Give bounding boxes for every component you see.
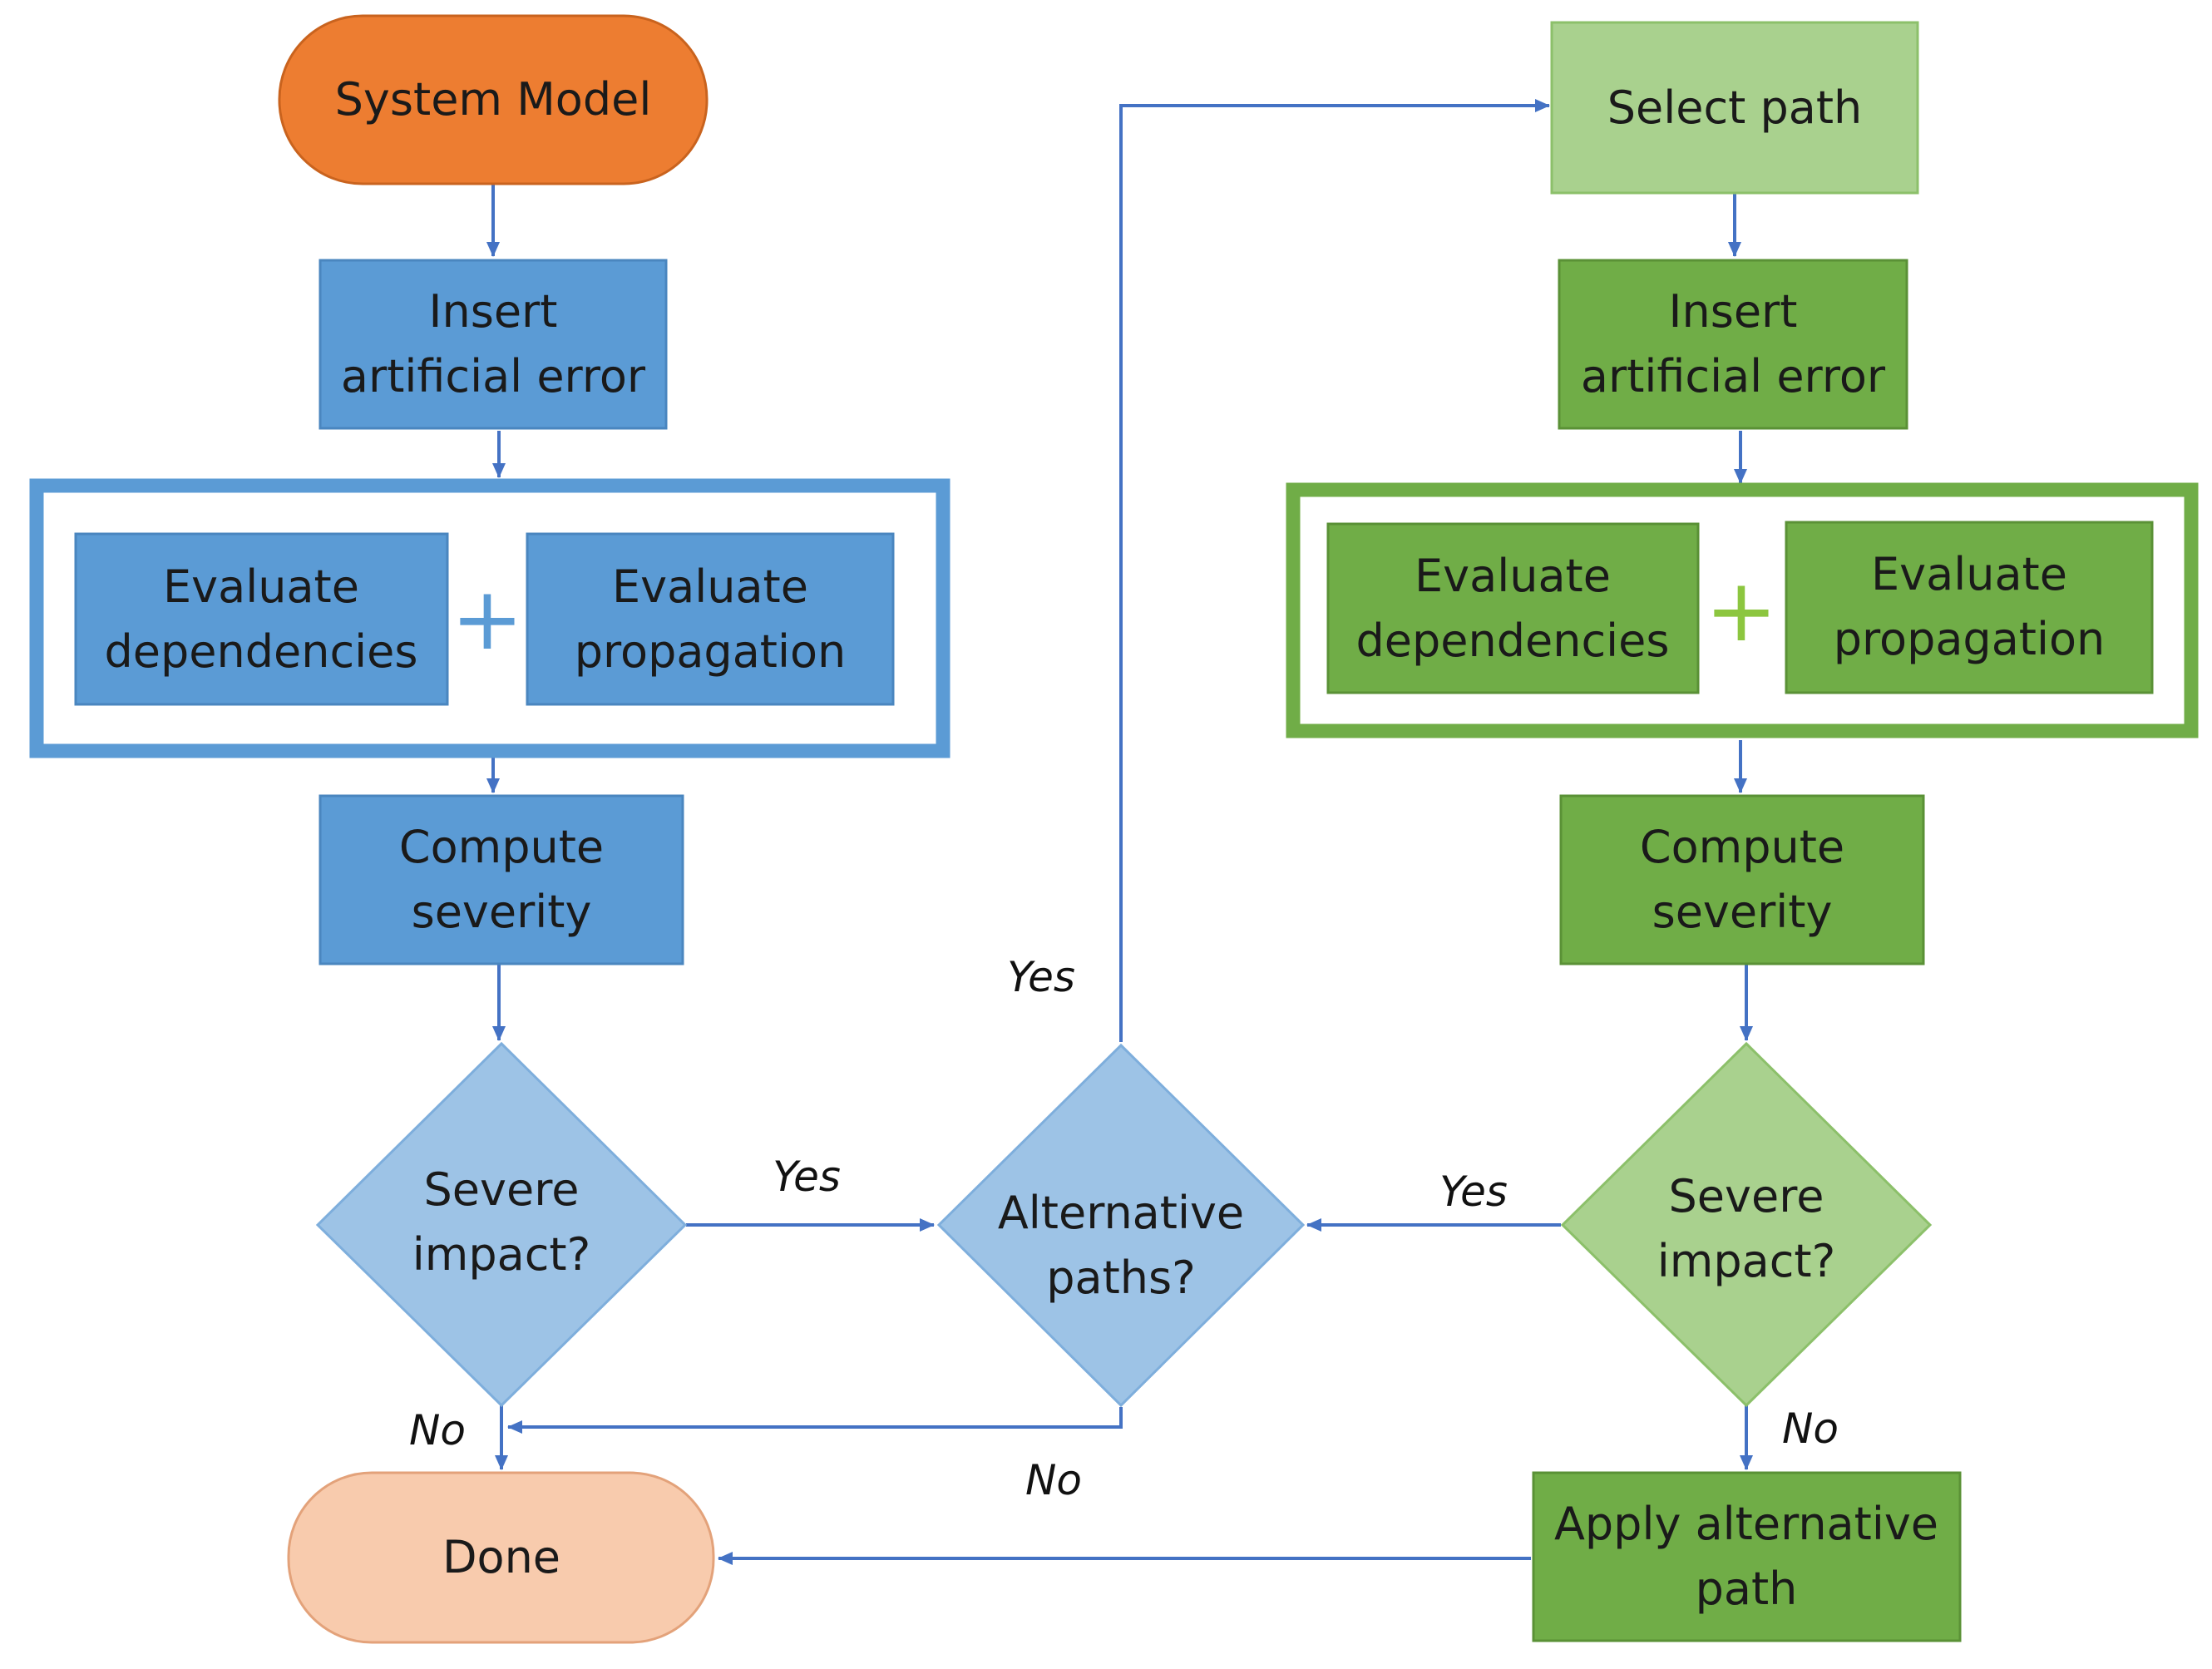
severe-right-line-2: impact? <box>1657 1235 1836 1287</box>
severe-impact-left-shape <box>315 1041 688 1408</box>
apply-alternative-path-shape <box>1532 1471 1962 1642</box>
plus-right: + <box>1705 560 1777 661</box>
compute-severity-left-shape <box>318 794 684 965</box>
insert-error-right-process: Insert artificial error <box>1558 259 1908 430</box>
edge-label-alt-no: No <box>1025 1456 1082 1504</box>
apply-alternative-path-process: Apply alternative path <box>1532 1471 1962 1642</box>
compute-right-line-2: severity <box>1652 886 1833 938</box>
evaluate-propagation-right-label: Evaluate propagation <box>1834 548 2106 665</box>
alt-paths-line-1: Alternative <box>998 1187 1244 1239</box>
severe-impact-right-shape <box>1560 1041 1933 1408</box>
insert-error-left-label: Insert artificial error <box>341 285 646 402</box>
eval-dep-right-line-2: dependencies <box>1356 615 1670 667</box>
severe-impact-left-label: Severe impact? <box>412 1163 591 1281</box>
evaluate-dependencies-right-process: Evaluate dependencies <box>1326 522 1700 694</box>
select-path-label: Select path <box>1607 81 1863 134</box>
compute-severity-left-process: Compute severity <box>318 794 684 965</box>
insert-error-left-process: Insert artificial error <box>318 259 668 430</box>
evaluate-dependencies-left-shape <box>74 532 449 706</box>
edge-label-severe-left-yes: Yes <box>773 1153 841 1201</box>
select-path-line-1: Select path <box>1607 81 1863 134</box>
insert-error-left-line-2: artificial error <box>341 350 646 402</box>
edge-label-severe-right-no: No <box>1782 1405 1839 1453</box>
compute-left-line-2: severity <box>412 886 592 938</box>
severe-impact-right-decision: Severe impact? <box>1560 1041 1933 1408</box>
insert-error-right-shape <box>1558 259 1908 430</box>
evaluate-dependencies-right-shape <box>1326 522 1700 694</box>
eval-dep-left-line-2: dependencies <box>105 625 418 678</box>
insert-error-left-line-1: Insert <box>429 285 558 338</box>
evaluate-dependencies-right-label: Evaluate dependencies <box>1356 550 1670 667</box>
severe-right-line-1: Severe <box>1669 1170 1824 1222</box>
evaluate-propagation-left-shape <box>526 532 895 706</box>
severe-impact-left-decision: Severe impact? <box>315 1041 688 1408</box>
insert-error-right-line-2: artificial error <box>1581 350 1886 402</box>
select-path-process: Select path <box>1550 21 1919 195</box>
alt-paths-line-2: paths? <box>1046 1252 1196 1304</box>
edge-alt-yes <box>1119 99 1550 1042</box>
plus-left: + <box>451 568 523 669</box>
system-model-label: System Model <box>335 73 652 126</box>
edge-label-severe-right-yes: Yes <box>1439 1168 1508 1216</box>
evaluate-dependencies-left-label: Evaluate dependencies <box>105 560 418 678</box>
evaluate-propagation-left-process: Evaluate propagation <box>526 532 895 706</box>
compute-severity-right-process: Compute severity <box>1559 794 1925 965</box>
edge-label-severe-left-no: No <box>409 1406 466 1454</box>
alternative-paths-decision: Alternative paths? <box>936 1043 1306 1408</box>
compute-severity-left-label: Compute severity <box>399 821 604 938</box>
evaluate-propagation-right-shape <box>1785 521 2154 694</box>
done-line-1: Done <box>442 1531 560 1583</box>
evaluate-propagation-left-label: Evaluate propagation <box>575 560 847 678</box>
compute-right-line-1: Compute <box>1640 821 1844 873</box>
eval-prop-right-line-2: propagation <box>1834 613 2106 665</box>
edge-label-alt-yes: Yes <box>1007 953 1075 1001</box>
eval-prop-left-line-2: propagation <box>575 625 847 678</box>
select-path-shape <box>1550 21 1919 195</box>
apply-alternative-path-label: Apply alternative path <box>1554 1498 1938 1615</box>
edge-alt-no <box>507 1407 1123 1434</box>
severe-left-line-2: impact? <box>412 1228 591 1281</box>
eval-prop-left-line-1: Evaluate <box>612 560 808 613</box>
alternative-paths-label: Alternative paths? <box>998 1187 1244 1304</box>
insert-error-right-label: Insert artificial error <box>1581 285 1886 402</box>
severe-impact-right-label: Severe impact? <box>1657 1170 1836 1287</box>
severe-left-line-1: Severe <box>424 1163 580 1216</box>
system-model-terminator: System Model <box>278 14 709 185</box>
evaluate-dependencies-left-process: Evaluate dependencies <box>74 532 449 706</box>
eval-prop-right-line-1: Evaluate <box>1871 548 2067 600</box>
system-model-line-1: System Model <box>335 73 652 126</box>
apply-alt-line-2: path <box>1696 1563 1798 1615</box>
eval-dep-right-line-1: Evaluate <box>1415 550 1611 602</box>
system-model-shape <box>278 14 709 185</box>
connectors <box>486 99 1753 1565</box>
eval-dep-left-line-1: Evaluate <box>163 560 359 613</box>
done-terminator: Done <box>287 1471 715 1644</box>
insert-error-right-line-1: Insert <box>1669 285 1798 338</box>
compute-severity-right-label: Compute severity <box>1640 821 1844 938</box>
done-shape <box>287 1471 715 1644</box>
compute-left-line-1: Compute <box>399 821 604 873</box>
evaluate-propagation-right-process: Evaluate propagation <box>1785 521 2154 694</box>
done-label: Done <box>442 1531 560 1583</box>
apply-alt-line-1: Apply alternative <box>1554 1498 1938 1550</box>
alternative-paths-shape <box>936 1043 1306 1408</box>
insert-error-left-shape <box>318 259 668 430</box>
compute-severity-right-shape <box>1559 794 1925 965</box>
